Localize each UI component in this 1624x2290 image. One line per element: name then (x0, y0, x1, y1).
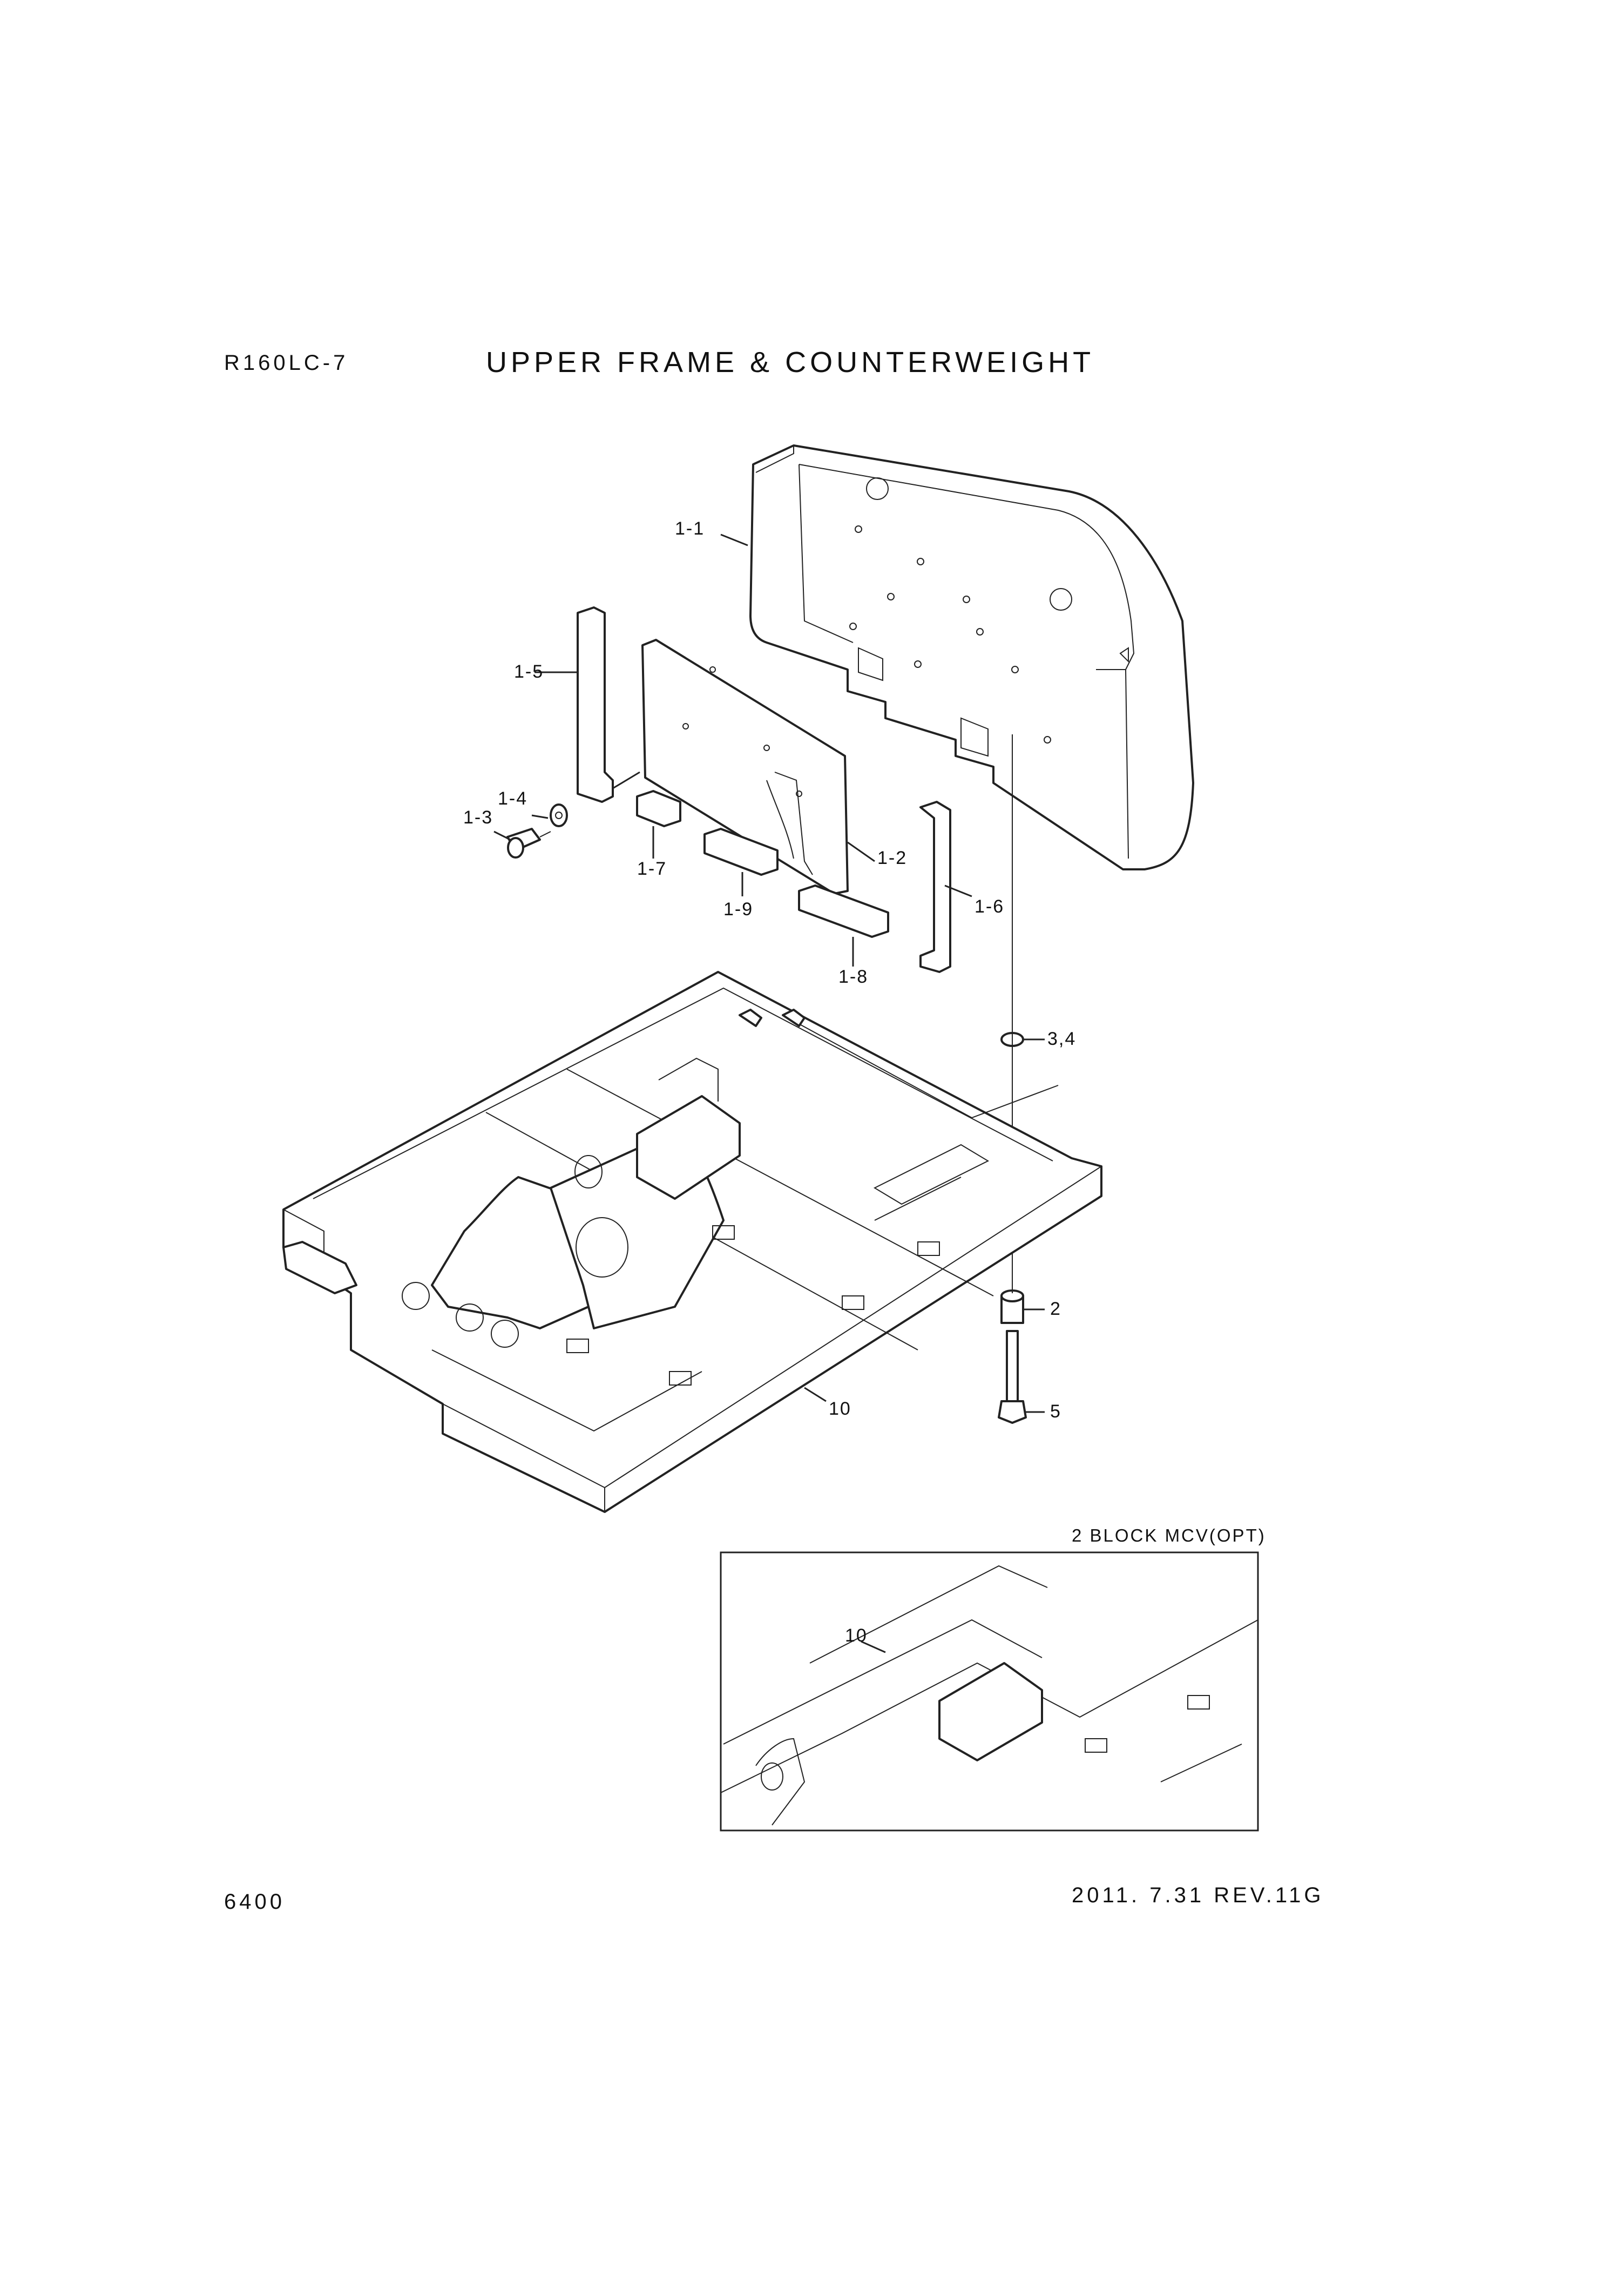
callout-1-3: 1-3 (463, 807, 493, 828)
page-number: 6400 (224, 1890, 285, 1914)
callout-5: 5 (1050, 1401, 1061, 1422)
counterweight-holes (849, 525, 1051, 744)
callout-2: 2 (1050, 1299, 1061, 1319)
callout-1-1: 1-1 (675, 518, 705, 539)
inset-callout-10: 10 (845, 1625, 868, 1646)
block-small (636, 790, 681, 827)
inset-title: 2 BLOCK MCV(OPT) (1072, 1525, 1266, 1545)
callout-1-5: 1-5 (514, 661, 544, 682)
callout-10: 10 (829, 1399, 851, 1419)
mounting-plate (641, 639, 849, 895)
callout-3-4: 3,4 (1047, 1029, 1076, 1049)
callout-1-4: 1-4 (498, 788, 527, 809)
callout-1-8: 1-8 (838, 967, 868, 987)
spacer-part (1000, 1289, 1024, 1324)
side-plate-right (919, 801, 951, 973)
side-plate-left (577, 606, 614, 803)
bolt-washer-set (506, 803, 568, 859)
bolt-part (998, 1330, 1027, 1424)
model-number: R160LC-7 (224, 351, 349, 375)
block-long (798, 884, 889, 938)
revision-date: 2011. 7.31 REV.11G (1072, 1883, 1324, 1907)
callout-1-9: 1-9 (723, 899, 753, 920)
page-title: UPPER FRAME & COUNTERWEIGHT (486, 346, 1095, 379)
step-plate (282, 1241, 357, 1294)
callout-1-7: 1-7 (637, 859, 667, 879)
counterweight-part (749, 444, 1194, 870)
inset-panel (720, 1551, 1259, 1832)
callout-1-2: 1-2 (877, 848, 907, 868)
block-medium (703, 828, 779, 876)
upper-frame (282, 971, 1102, 1513)
callout-1-6: 1-6 (975, 896, 1004, 917)
leader-lines (493, 533, 1045, 1413)
